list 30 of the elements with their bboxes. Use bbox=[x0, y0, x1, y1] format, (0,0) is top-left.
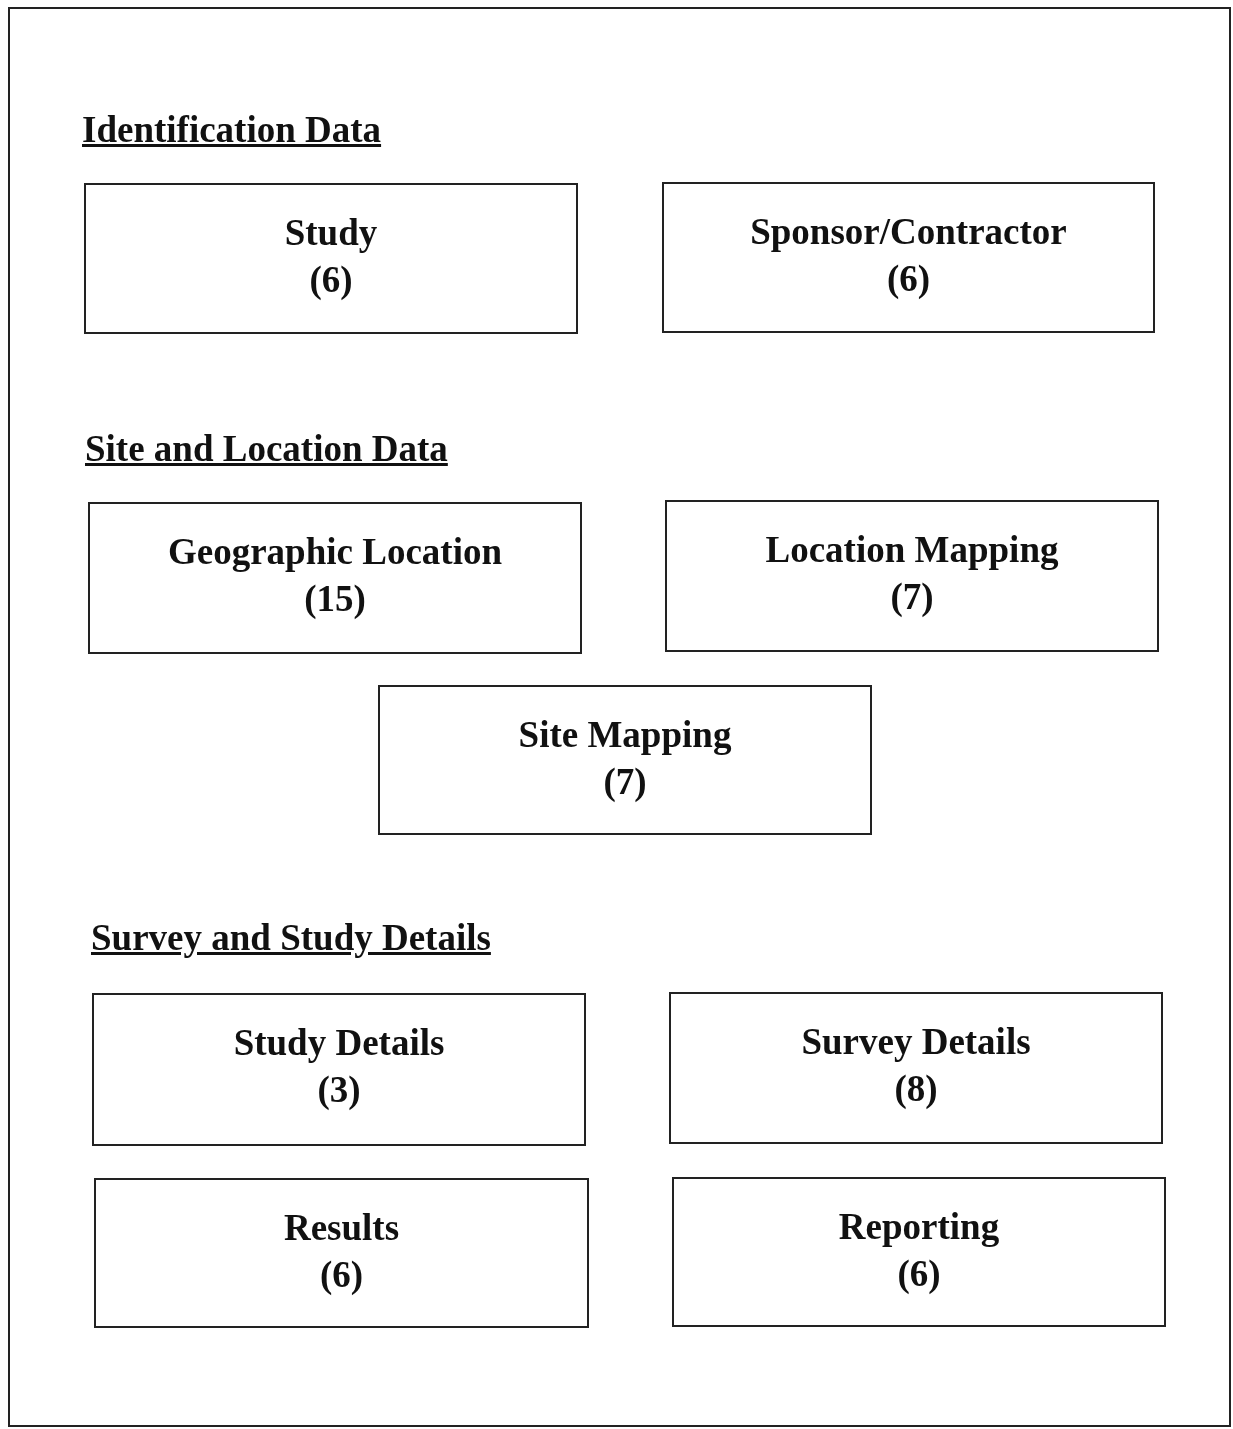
category-box bbox=[88, 502, 582, 654]
category-name: Reporting bbox=[838, 1205, 1000, 1249]
section-heading: Identification Data bbox=[82, 108, 382, 152]
category-box bbox=[672, 1177, 1166, 1327]
field-count: (7) bbox=[603, 760, 647, 804]
category-name: Study Details bbox=[233, 1021, 445, 1065]
field-count: (6) bbox=[897, 1252, 941, 1296]
field-count: (8) bbox=[894, 1067, 938, 1111]
category-name: Results bbox=[283, 1206, 400, 1250]
field-count: (15) bbox=[304, 577, 366, 621]
category-name: Site Mapping bbox=[518, 713, 732, 757]
category-box bbox=[84, 183, 578, 334]
category-box bbox=[378, 685, 872, 835]
section-heading: Site and Location Data bbox=[85, 427, 448, 471]
category-box bbox=[669, 992, 1163, 1144]
category-name: Geographic Location bbox=[168, 530, 502, 574]
category-name: Sponsor/Contractor bbox=[750, 210, 1067, 254]
section-heading: Survey and Study Details bbox=[91, 916, 491, 960]
category-box bbox=[94, 1178, 589, 1328]
category-name: Location Mapping bbox=[765, 528, 1059, 572]
field-count: (6) bbox=[309, 258, 353, 302]
category-box bbox=[665, 500, 1159, 652]
category-name: Study bbox=[284, 211, 378, 255]
category-box bbox=[662, 182, 1155, 333]
field-count: (6) bbox=[319, 1253, 364, 1297]
field-count: (7) bbox=[890, 575, 934, 619]
category-name: Survey Details bbox=[801, 1020, 1031, 1064]
category-box bbox=[92, 993, 586, 1146]
field-count: (6) bbox=[886, 257, 931, 301]
field-count: (3) bbox=[317, 1068, 361, 1112]
